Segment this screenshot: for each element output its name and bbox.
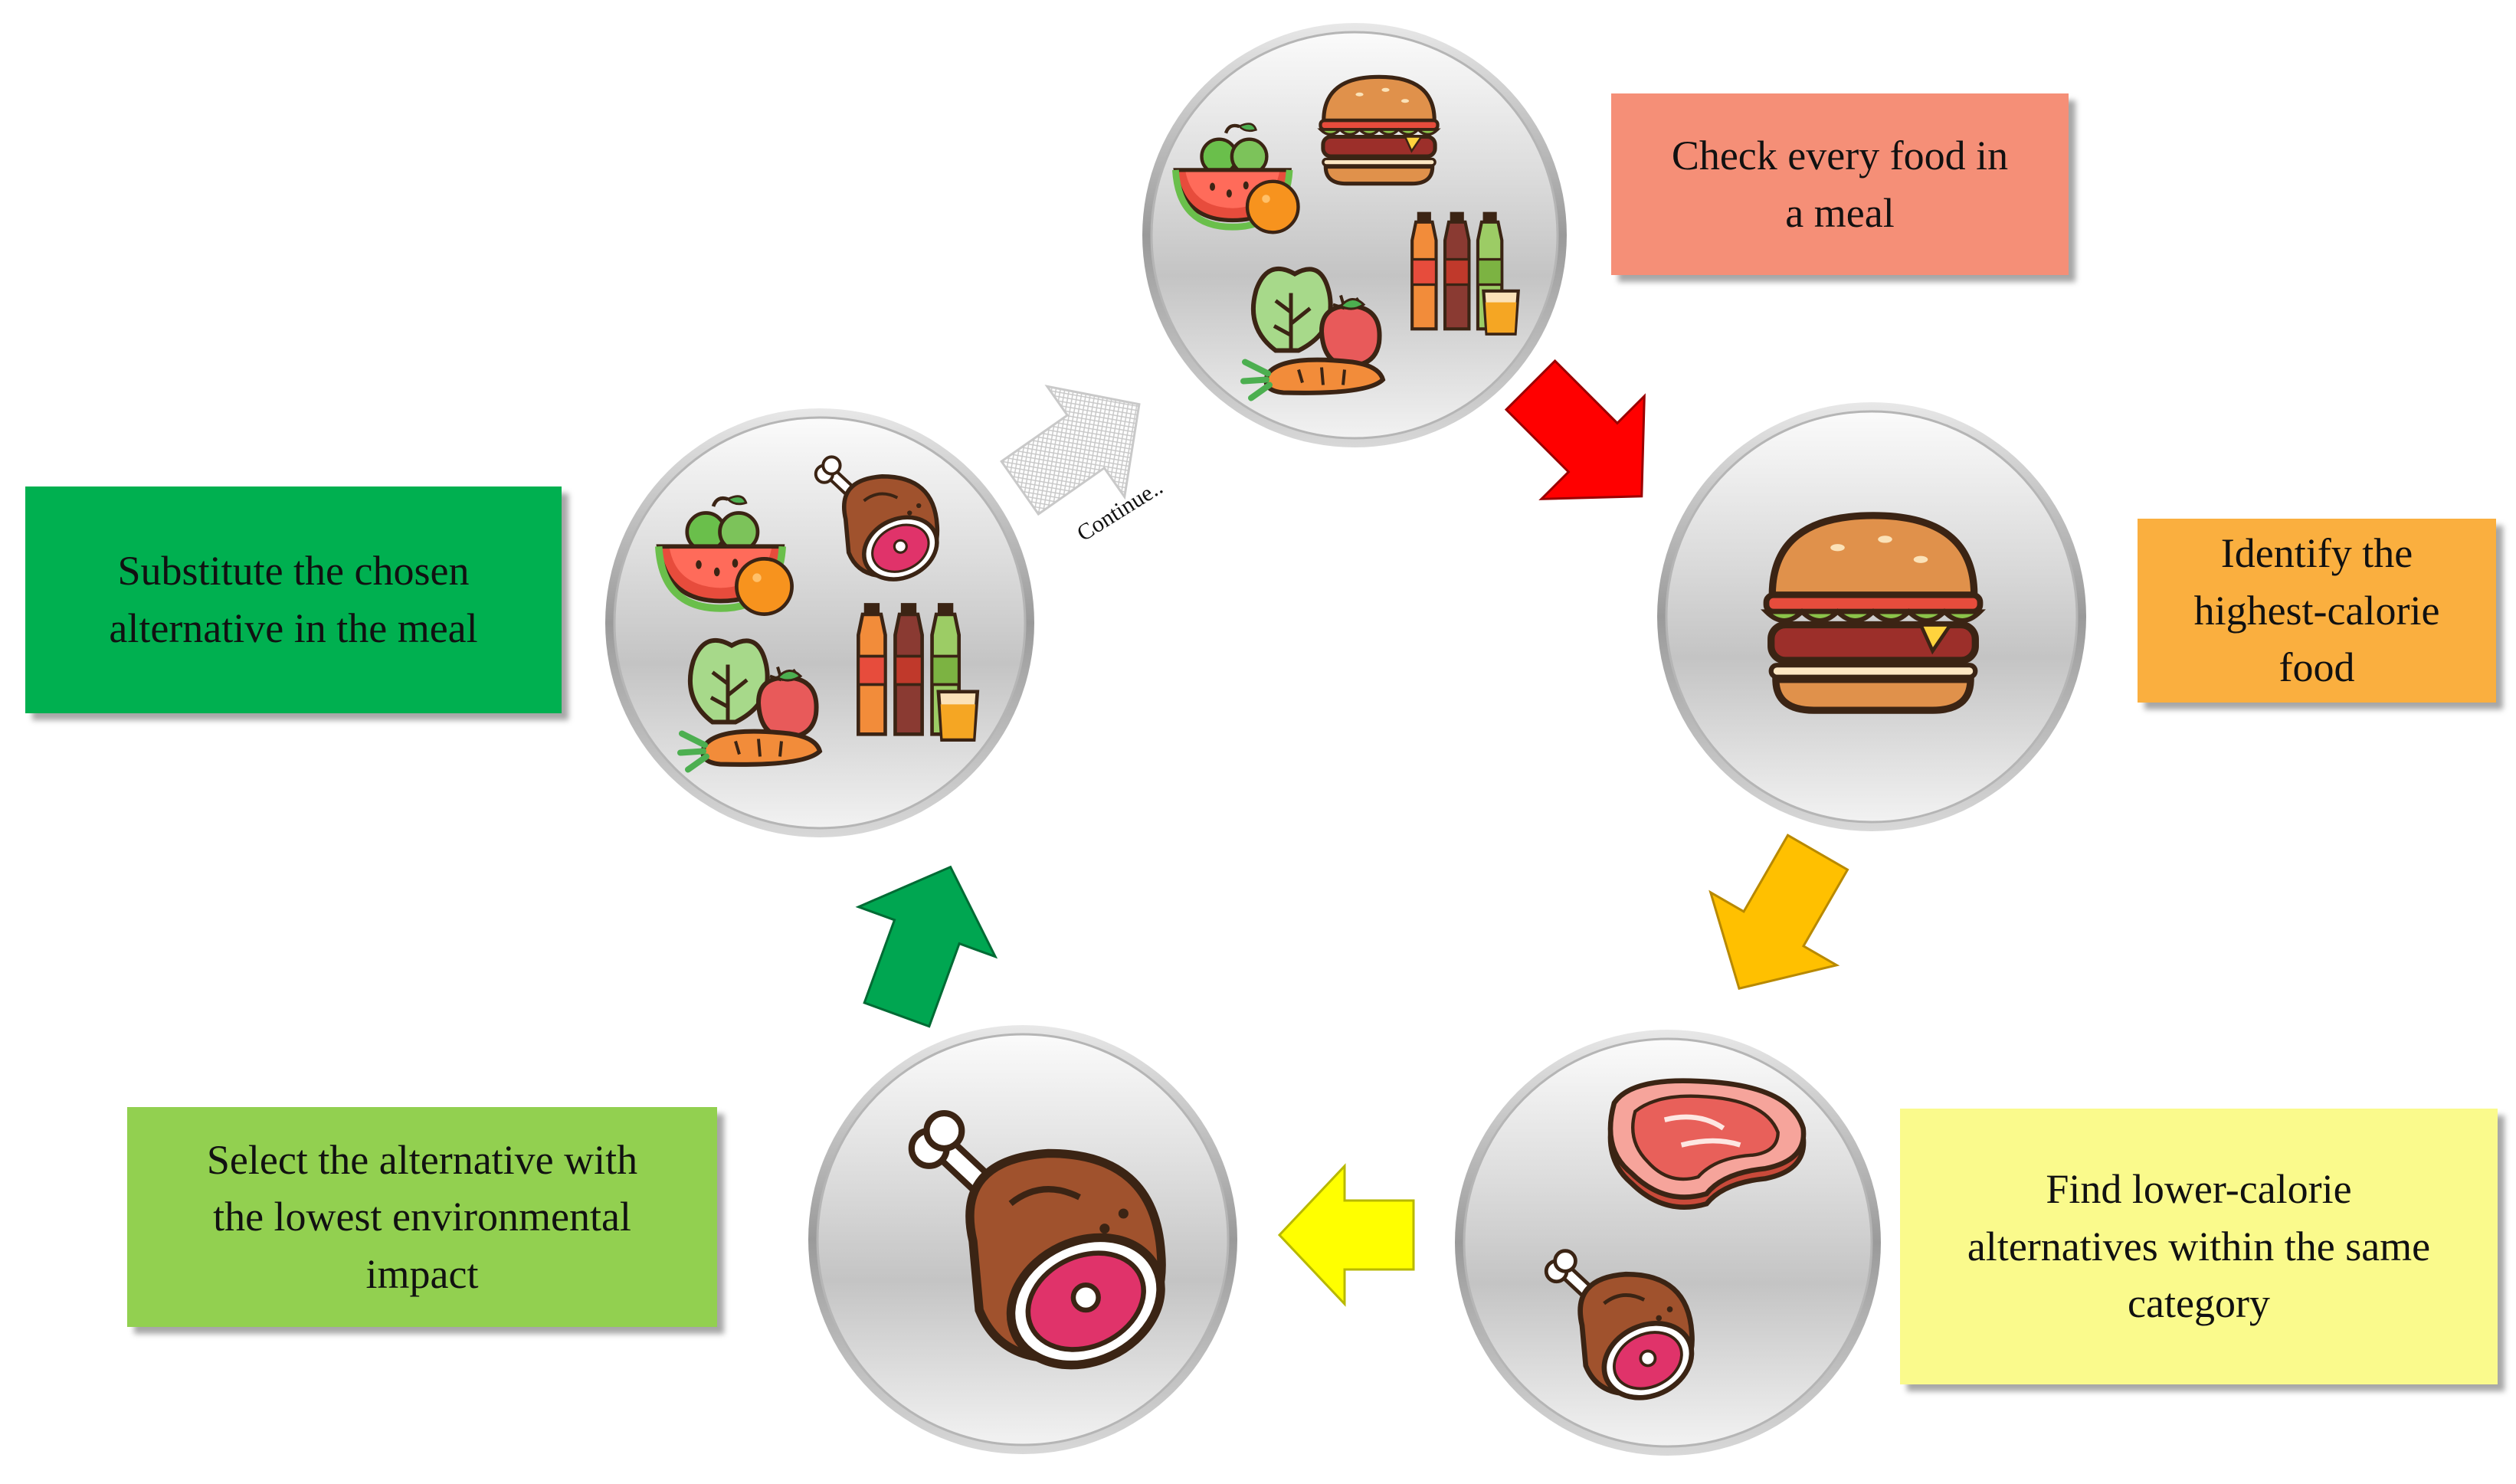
plate-bottom-left bbox=[808, 1025, 1237, 1454]
step-find-line3: category bbox=[2128, 1280, 2270, 1327]
step-check-line2: a meal bbox=[1785, 189, 1895, 236]
step-substitute-line1: Substitute the chosen bbox=[117, 548, 470, 595]
step-select-line1: Select the alternative with bbox=[206, 1136, 638, 1183]
step-identify-line2: highest-calorie bbox=[2193, 587, 2440, 634]
step-check-line1: Check every food in bbox=[1671, 132, 2009, 179]
arrow-continue bbox=[1000, 385, 1141, 516]
step-substitute-box: Substitute the chosen alternative in the… bbox=[25, 486, 562, 713]
step-find-line1: Find lower-calorie bbox=[2046, 1166, 2352, 1213]
plate-left bbox=[605, 408, 1034, 837]
arrow-check-to-identify bbox=[1504, 359, 1646, 500]
step-find-box: Find lower-calorie alternatives within t… bbox=[1900, 1109, 2498, 1384]
plate-top bbox=[1142, 23, 1567, 447]
step-check-box: Check every food in a meal bbox=[1611, 93, 2069, 275]
arrow-select-to-substitute bbox=[855, 865, 998, 1028]
step-select-box: Select the alternative with the lowest e… bbox=[127, 1107, 717, 1327]
arrow-find-to-select bbox=[1277, 1163, 1415, 1307]
step-select-line2: the lowest environmental bbox=[213, 1194, 631, 1240]
burger-icon bbox=[1767, 516, 1980, 710]
step-substitute-line2: alternative in the meal bbox=[109, 605, 478, 651]
step-select-line3: impact bbox=[365, 1250, 479, 1297]
plate-right bbox=[1657, 402, 2086, 831]
step-identify-line3: food bbox=[2278, 644, 2355, 691]
arrow-identify-to-find bbox=[1708, 834, 1849, 991]
step-identify-line1: Identify the bbox=[2220, 530, 2413, 577]
step-find-line2: alternatives within the same bbox=[1967, 1223, 2431, 1269]
plate-bottom-right bbox=[1455, 1030, 1881, 1456]
step-identify-box: Identify the highest-calorie food bbox=[2138, 519, 2496, 703]
burger-icon bbox=[1321, 77, 1438, 183]
